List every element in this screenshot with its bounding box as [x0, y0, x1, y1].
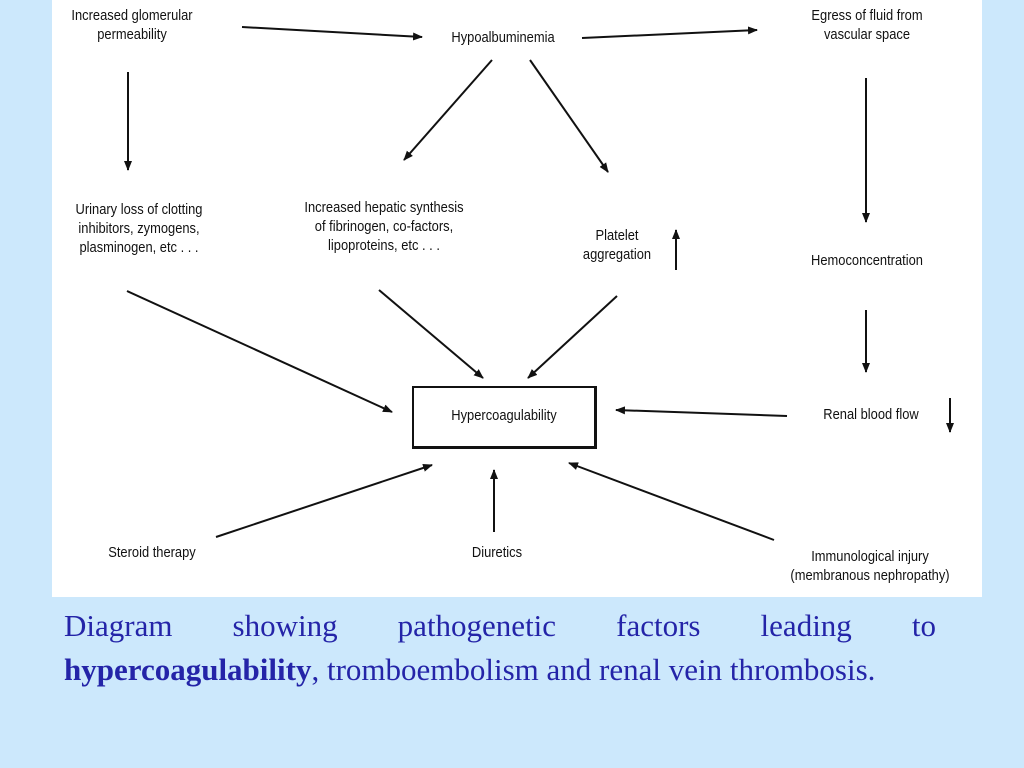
caption-suffix: , tromboembolism and renal vein thrombos… [311, 652, 876, 687]
node-steroid-therapy: Steroid therapy [108, 544, 196, 561]
arrow-renal-flow-to-hypercoagulability [615, 406, 788, 417]
hypercoagulability-box [412, 386, 597, 449]
arrow-steroid-to-hypercoagulability [215, 464, 433, 538]
diagram-panel: Increased glomerular permeability Hypoal… [52, 0, 982, 597]
node-platelet-aggregation: Platelet aggregation [582, 227, 652, 263]
node-hemoconcentration: Hemoconcentration [811, 252, 923, 269]
arrow-hepatic-to-hypercoagulability [378, 289, 484, 379]
diagram-caption: Diagram showing pathogenetic factors lea… [64, 604, 936, 692]
node-hypoalbuminemia: Hypoalbuminemia [451, 29, 555, 46]
node-increased-glomerular-permeability: Increased glomerular permeability [71, 7, 193, 43]
node-immunological-injury: Immunological injury (membranous nephrop… [790, 548, 950, 584]
caption-bold-term: hypercoagulability [64, 652, 312, 687]
node-renal-blood-flow: Renal blood flow [823, 406, 919, 423]
node-hypercoagulability: Hypercoagulability [451, 407, 557, 424]
node-egress-of-fluid: Egress of fluid from vascular space [811, 7, 923, 43]
arrow-glomerular-to-hypoalbuminemia [241, 26, 423, 41]
arrow-immunological-to-hypercoagulability [568, 462, 775, 541]
node-urinary-loss: Urinary loss of clotting inhibitors, zym… [75, 201, 203, 256]
node-hepatic-synthesis: Increased hepatic synthesis of fibrinoge… [304, 199, 464, 254]
arrow-hypoalbuminemia-to-egress [581, 26, 758, 39]
caption-prefix: Diagram showing pathogenetic factors lea… [64, 608, 936, 643]
arrow-hypoalbuminemia-to-platelet [529, 59, 609, 173]
arrows-layer [124, 26, 954, 541]
node-diuretics: Diuretics [471, 544, 523, 561]
arrow-hypoalbuminemia-to-hepatic [403, 59, 493, 161]
arrow-platelet-to-hypercoagulability [527, 295, 618, 379]
arrow-urinary-to-hypercoagulability [126, 290, 393, 413]
